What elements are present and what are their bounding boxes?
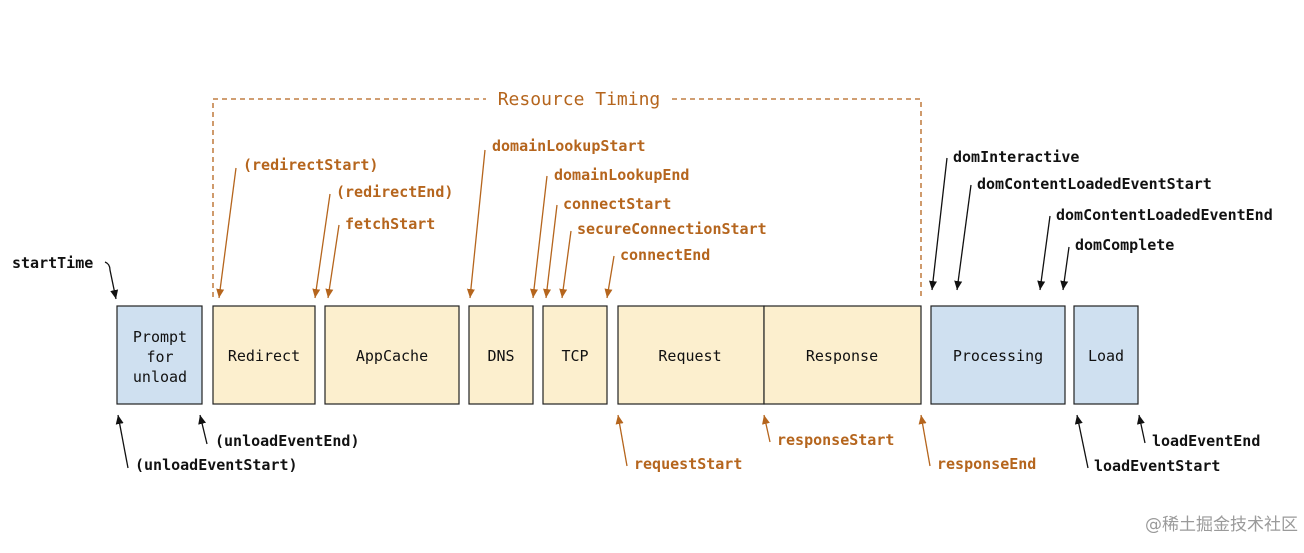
- secure-connection-start-arrow: [559, 230, 572, 299]
- request-start-arrow: [615, 414, 628, 467]
- response-box-label: Response: [806, 347, 878, 365]
- redirect-end-arrow: [312, 193, 331, 299]
- tcp-box-label: TCP: [561, 347, 588, 365]
- redirect-start-label: (redirectStart): [243, 156, 378, 174]
- load-box-label: Load: [1088, 347, 1124, 365]
- connect-start-arrow: [543, 204, 558, 299]
- load-box: [1073, 305, 1139, 405]
- request-box-label: Request: [658, 347, 721, 365]
- load-event-end-label: loadEventEnd: [1152, 432, 1260, 450]
- dns-box: [468, 305, 534, 405]
- response-start-arrow: [762, 414, 771, 443]
- domain-lookup-start-arrow: [466, 149, 486, 299]
- dom-content-loaded-event-end-label: domContentLoadedEventEnd: [1056, 206, 1273, 224]
- appcache-box: [324, 305, 460, 405]
- dom-complete-label: domComplete: [1075, 236, 1174, 254]
- redirect-start-arrow: [216, 167, 237, 299]
- request-start-label: requestStart: [634, 455, 742, 473]
- tcp-box: [542, 305, 608, 405]
- fetch-start-arrow: [325, 224, 340, 299]
- response-end-label: responseEnd: [937, 455, 1036, 473]
- response-box: [763, 305, 922, 405]
- unload-event-end-arrow: [198, 414, 208, 445]
- start-time-arrow: [104, 261, 119, 300]
- dom-interactive-arrow: [929, 157, 948, 291]
- redirect-box: [212, 305, 316, 405]
- prompt-box-line1: Prompt: [133, 328, 187, 346]
- load-event-end-arrow: [1136, 414, 1146, 444]
- connect-start-label: connectStart: [563, 195, 671, 213]
- resource-timing-bracket: Resource Timing: [212, 89, 922, 297]
- load-event-start-arrow: [1074, 414, 1089, 469]
- dom-content-loaded-event-end-arrow: [1037, 215, 1051, 291]
- domain-lookup-end-label: domainLookupEnd: [554, 166, 689, 184]
- processing-box: [930, 305, 1066, 405]
- start-time-label: startTime: [12, 254, 93, 272]
- dom-content-loaded-event-start-label: domContentLoadedEventStart: [977, 175, 1212, 193]
- bottom-markers: (unloadEventEnd) (unloadEventStart) requ…: [115, 414, 1260, 475]
- phase-boxes: Prompt for unload Redirect AppCache DNS …: [116, 305, 1139, 405]
- prompt-box-line2: for: [146, 348, 173, 366]
- load-event-start-label: loadEventStart: [1094, 457, 1220, 475]
- domain-lookup-end-arrow: [530, 175, 548, 299]
- fetch-start-label: fetchStart: [345, 215, 435, 233]
- resource-timing-title: Resource Timing: [498, 89, 661, 110]
- processing-box-label: Processing: [953, 347, 1043, 365]
- appcache-box-label: AppCache: [356, 347, 428, 365]
- top-markers: startTime (redirectStart) (redirectEnd) …: [12, 137, 1273, 300]
- redirect-box-label: Redirect: [228, 347, 300, 365]
- dns-box-label: DNS: [487, 347, 514, 365]
- secure-connection-start-label: secureConnectionStart: [577, 220, 767, 238]
- unload-event-start-arrow: [115, 414, 129, 469]
- unload-event-end-label: (unloadEventEnd): [215, 432, 360, 450]
- connect-end-label: connectEnd: [620, 246, 710, 264]
- dom-interactive-label: domInteractive: [953, 148, 1079, 166]
- request-box: [617, 305, 765, 405]
- prompt-box-line3: unload: [133, 368, 187, 386]
- response-start-label: responseStart: [777, 431, 894, 449]
- unload-event-start-label: (unloadEventStart): [135, 456, 298, 474]
- connect-end-arrow: [604, 255, 615, 299]
- response-end-arrow: [918, 414, 931, 467]
- watermark-text: @稀土掘金技术社区: [1145, 515, 1298, 535]
- dom-complete-arrow: [1060, 246, 1070, 291]
- redirect-end-label: (redirectEnd): [336, 183, 453, 201]
- domain-lookup-start-label: domainLookupStart: [492, 137, 646, 155]
- dom-content-loaded-event-start-arrow: [954, 184, 972, 291]
- prompt-for-unload-box: [116, 305, 203, 405]
